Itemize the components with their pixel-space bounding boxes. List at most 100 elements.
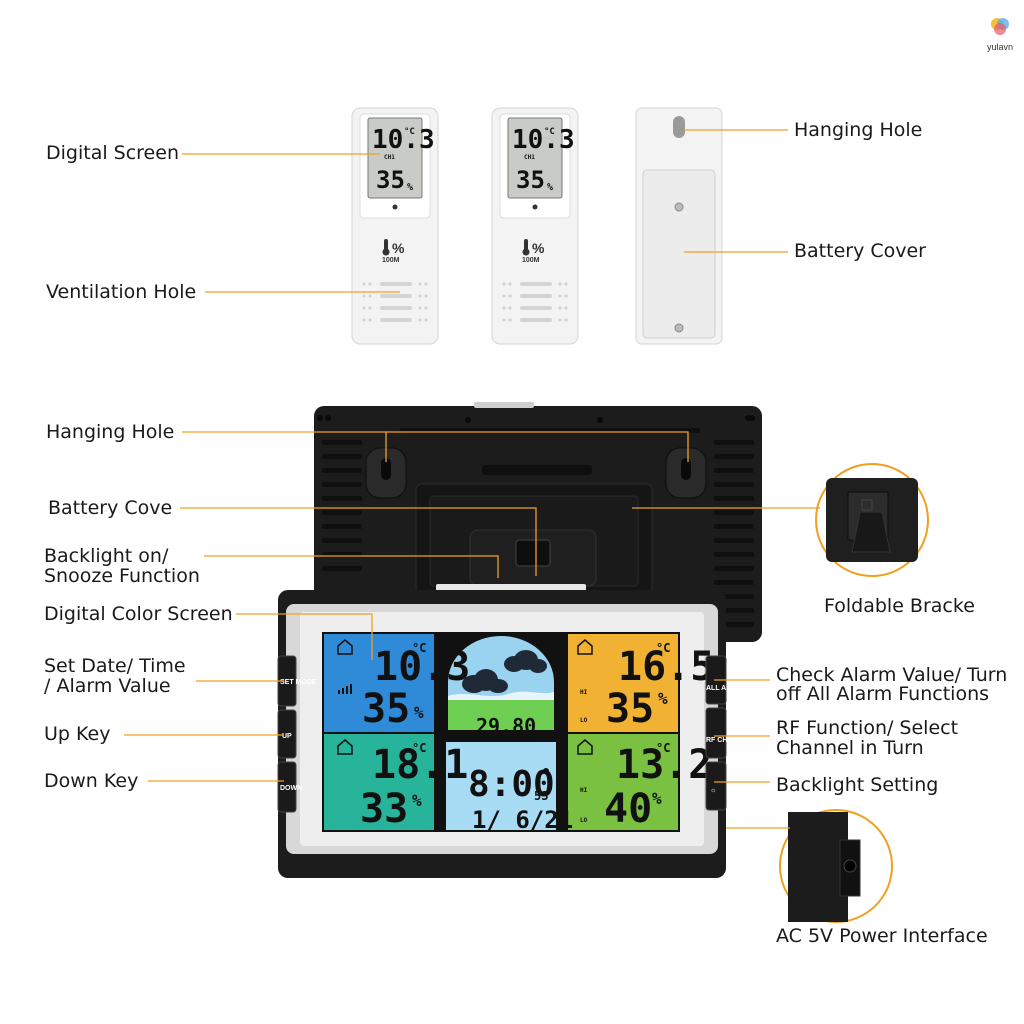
label-foldable-bracket: Foldable Bracke [824,595,975,617]
rf-channel-button[interactable] [705,707,727,759]
label-battery-cover: Battery Cover [794,240,926,262]
zone-4-humidity: 40 [604,786,652,832]
ventilation-slots-1 [380,282,412,322]
down-label: DOWN [280,785,302,792]
zone-4-hi: HI [580,787,588,794]
zone-1-humidity: 35 [362,686,410,732]
sensor-2-temp-unit: °C [544,127,555,137]
brand-logo: yulavn [980,14,1020,52]
hanging-hole-left-icon [381,458,391,480]
label-digital-color-screen: Digital Color Screen [44,603,233,625]
label-backlight-line2: Snooze Function [44,565,200,587]
cloud-icon [504,650,547,673]
zone-3-hum-unit: % [412,791,422,810]
zone-2-hi: HI [580,689,588,696]
zone-4-temp: 13.2 [616,742,712,788]
sensor-2-range: 100M [522,257,540,264]
home-icon [577,639,593,655]
sensor-1-humidity: 35 [376,166,405,194]
sensor-1-temp-unit: °C [404,127,415,137]
zone-4-panel [568,734,678,830]
thermometer-icon [522,239,530,256]
backlight-icon: ☼ [710,787,716,794]
sensor-2-channel: CH1 [524,154,535,161]
pressure-unit: inHg [532,734,544,740]
zone-4-lo: LO [580,817,588,824]
ventilation-slots-2 [520,282,552,322]
clock-seconds: 53 [534,789,548,803]
sensor-back [635,107,723,345]
clock-time: 8:00 [468,764,555,805]
leader-lines [124,129,820,829]
hanging-hole-right-icon [681,458,691,480]
zone-2-temp: 16.5 [618,644,714,690]
pressure-value: 29.80 [476,714,536,738]
cloud-icon [462,669,508,693]
sensor-2-temp: 10.3 [512,125,575,155]
console-front: 29.80 inHg 8:00 53 1/ 6/21 10.3 °C 35 % … [277,590,752,878]
sensor-1-hum-unit: % [407,182,413,193]
label-ventilation-hole: Ventilation Hole [46,281,197,303]
label-backlight-line1: Backlight on/ [44,545,169,567]
zone-2-hum-unit: % [658,689,668,708]
zone-4-unit: °C [656,741,670,755]
brand-logo-icon [991,18,1009,35]
thermometer-icon [382,239,390,256]
sensor-unit-2: 10.3 °C CH1 35 % % 100M [491,107,579,345]
zone-1-unit: °C [412,641,426,655]
zone-1-temp: 10.3 [374,644,470,690]
down-button[interactable] [277,761,297,813]
label-backlight-setting: Backlight Setting [776,774,939,796]
label-ac-power: AC 5V Power Interface [776,925,988,947]
home-icon [337,639,353,655]
up-label: UP [282,733,292,740]
brand-name: yulavn [986,42,1013,52]
bracket-callout [815,463,929,577]
home-icon [337,739,353,755]
clock-date: 1/ 6/21 [472,806,573,834]
label-up-key: Up Key [44,723,111,745]
sensor-1-channel: CH1 [384,154,395,161]
hanging-hole-icon [673,116,685,138]
zone-4-hum-unit: % [652,789,662,808]
sensor-unit-1: 10.3 °C CH1 35 % % 100M [351,107,439,345]
zone-2-unit: °C [656,641,670,655]
zone-1-panel [324,634,434,732]
label-battery-cove: Battery Cove [48,497,173,519]
signal-icon [338,684,352,694]
forecast-grass [448,700,554,730]
label-down-key: Down Key [44,770,139,792]
zone-3-temp: 18.1 [372,742,468,788]
label-rf-function-line2: Channel in Turn [776,737,924,759]
label-check-alarm-line1: Check Alarm Value/ Turn [776,664,1008,686]
sensor-1-range: 100M [382,257,400,264]
label-digital-screen: Digital Screen [46,142,179,164]
set-mode-label: SET MODE [280,679,317,686]
all-alerts-label: ALL ALERTS [706,685,749,692]
label-set-date-line1: Set Date/ Time [44,655,186,677]
zone-2-lo: LO [580,717,588,724]
label-rf-function-line1: RF Function/ Select [776,717,959,739]
backlight-button[interactable] [705,761,727,811]
sensor-1-temp: 10.3 [372,125,435,155]
sensor-1-icon-percent: % [392,240,405,256]
zone-3-unit: °C [412,741,426,755]
sensor-2-hum-unit: % [547,182,553,193]
clock-panel [446,742,556,830]
zone-3-panel [324,734,434,830]
home-icon [577,739,593,755]
label-check-alarm-line2: off All Alarm Functions [776,683,990,705]
label-set-date-line2: / Alarm Value [44,675,171,697]
sun-icon [543,768,549,774]
zone-3-humidity: 33 [360,786,408,832]
label-hanging-hole-sensor: Hanging Hole [794,119,923,141]
up-button[interactable] [277,709,297,759]
power-callout [779,809,893,923]
label-hanging-hole-console: Hanging Hole [46,421,175,443]
sensor-2-icon-percent: % [532,240,545,256]
rf-channel-label: RF CHANNEL [706,737,752,744]
battery-cover [642,169,716,339]
zone-2-humidity: 35 [606,686,654,732]
snooze-button [515,539,551,567]
